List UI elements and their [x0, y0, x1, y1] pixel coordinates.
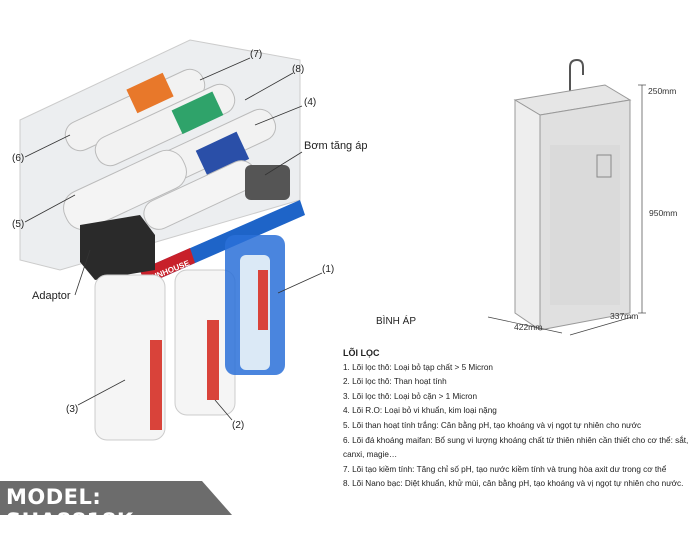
spec-item: 2. Lõi lọc thô: Than hoạt tính [343, 377, 447, 387]
booster-pump [245, 165, 290, 200]
label-pump: Bơm tăng áp [304, 140, 368, 152]
label-8: (8) [292, 64, 305, 75]
spec-item: 8. Lõi Nano bạc: Diệt khuẩn, khử mùi, câ… [343, 479, 684, 489]
label-6: (6) [12, 153, 25, 164]
top-cartridges [63, 68, 277, 231]
label-7: (7) [250, 49, 263, 60]
purifier-illustration: SUNHOUSE [19, 39, 323, 441]
dim-height: 950mm [649, 208, 678, 218]
spec-item: 1. Lõi lọc thô: Loại bỏ tạp chất > 5 Mic… [343, 362, 493, 372]
spec-item: 7. Lõi tạo kiềm tính: Tăng chỉ số pH, tạ… [343, 464, 667, 474]
label-2: (2) [232, 420, 245, 431]
spec-item: 5. Lõi than hoạt tính trắng: Cân bằng pH… [343, 420, 642, 430]
housing-3 [94, 274, 166, 441]
dim-depth: 337mm [610, 311, 639, 321]
adaptor [80, 215, 155, 280]
spec-item: 4. Lõi R.O: Loại bỏ vi khuẩn, kim loại n… [343, 406, 497, 416]
dim-top: 250mm [648, 86, 677, 96]
faucet [569, 58, 584, 100]
spec-title: LÕI LỌC [343, 348, 380, 358]
dim-width: 422mm [514, 322, 543, 332]
filter-spec-list: LÕI LỌC 1. Lõi lọc thô: Loại bỏ tạp chất… [343, 346, 698, 492]
label-5: (5) [12, 219, 25, 230]
model-banner: MODEL: SHA8818K [0, 481, 232, 515]
label-1: (1) [322, 264, 335, 275]
label-adaptor: Adaptor [32, 290, 71, 302]
label-tank: BÌNH ÁP [376, 316, 417, 327]
model-label: MODEL: SHA8818K [6, 485, 134, 533]
label-4: (4) [304, 97, 317, 108]
label-3: (3) [66, 404, 79, 415]
spec-item: 6. Lõi đá khoáng maifan: Bổ sung vi lượn… [343, 435, 689, 460]
spec-item: 3. Lõi lọc thô: Loại bỏ cặn > 1 Micron [343, 391, 478, 401]
cabinet-drawing [487, 58, 646, 336]
